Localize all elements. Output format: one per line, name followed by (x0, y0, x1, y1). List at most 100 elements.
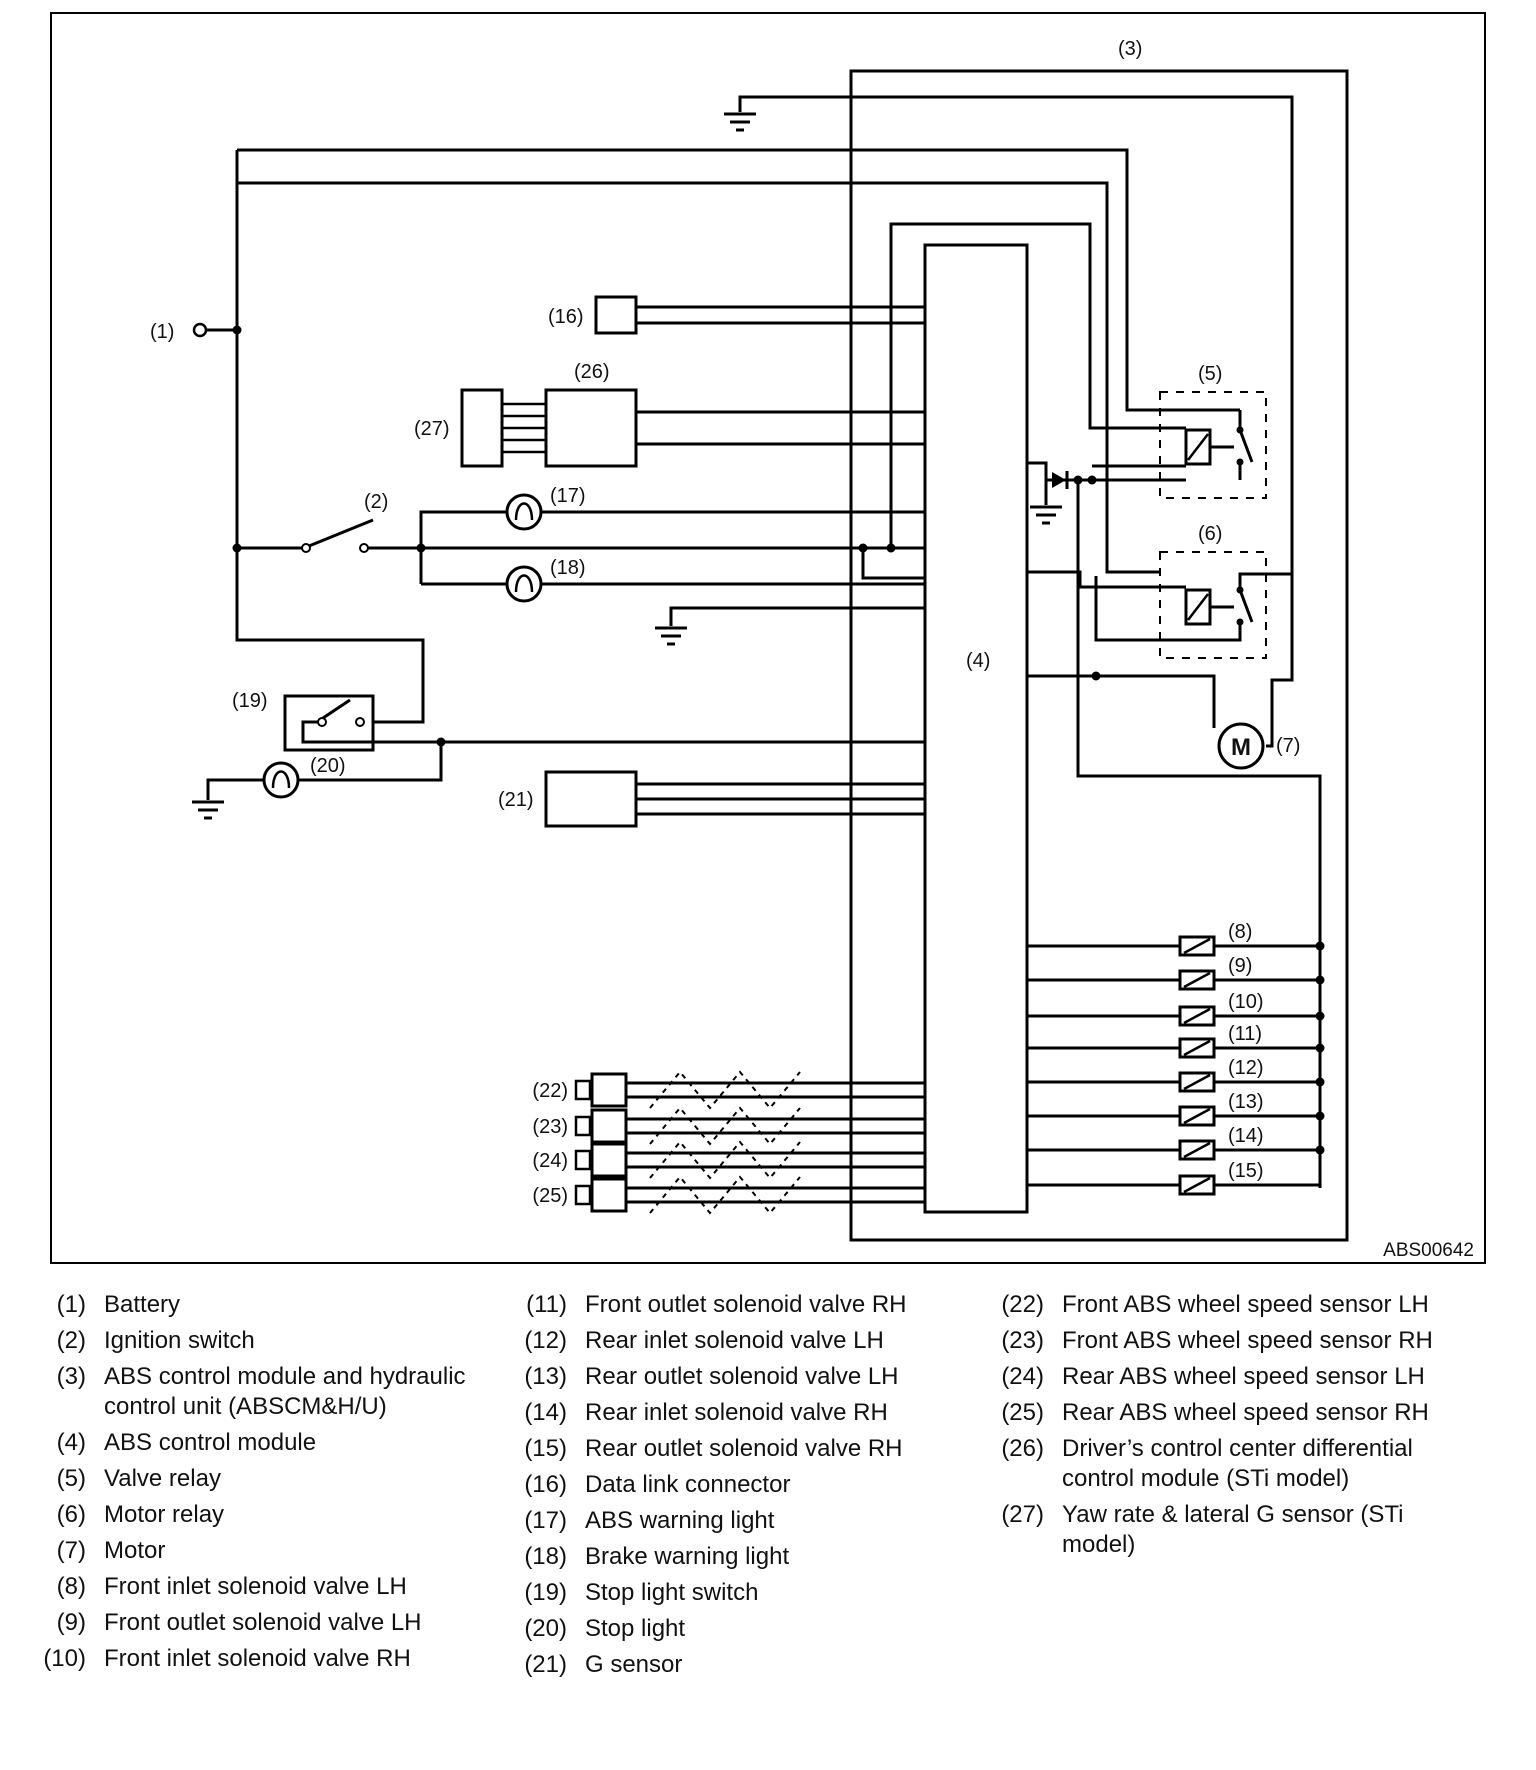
legend-item: (9) Front outlet solenoid valve LH (32, 1608, 489, 1638)
legend-text: Front outlet solenoid valve LH (104, 1609, 422, 1636)
legend-text: Front inlet solenoid valve RH (104, 1645, 411, 1672)
legend-item: (14) Rear inlet solenoid valve RH (513, 1398, 970, 1428)
motor-symbol: M (1231, 734, 1251, 761)
legend-column-3: (22)Front ABS wheel speed sensor LH (23) F… (990, 1290, 1447, 1566)
legend-item: (22)Front ABS wheel speed sensor LH (990, 1290, 1447, 1320)
legend-number: (21) (524, 1651, 567, 1678)
legend-item: (2) Ignition switch (32, 1326, 489, 1356)
legend-item: (7) Motor (32, 1536, 489, 1566)
legend-text: ABS control module and hydraulic control… (104, 1363, 466, 1420)
legend-item: (19)Stop light switch (513, 1578, 970, 1608)
legend-number: (16) (524, 1471, 567, 1498)
wheel-speed-sensor-25: (25) (532, 1175, 925, 1215)
solenoid-valve-10: (10) (1027, 991, 1325, 1027)
legend-text: Data link connector (585, 1471, 791, 1498)
legend-text: Brake warning light (585, 1543, 790, 1570)
legend-text: Stop light (585, 1615, 686, 1642)
legend-item: (16) Data link connector (513, 1470, 970, 1500)
callout-14: (14) (1228, 1125, 1264, 1147)
callout-5: (5) (1198, 363, 1222, 385)
abs-warning-light (505, 493, 543, 531)
legend-number: (17) (524, 1507, 567, 1534)
callout-6: (6) (1198, 523, 1222, 545)
abs-control-module (923, 243, 1029, 1214)
legend-column-1: (1)Battery (2) Ignition switch (3) ABS contr… (32, 1290, 489, 1680)
callout-3: (3) (1118, 38, 1142, 60)
callout-12: (12) (1228, 1057, 1264, 1079)
callout-17: (17) (550, 485, 586, 507)
legend-item: (12) Rear inlet solenoid valve LH (513, 1326, 970, 1356)
solenoid-valve-8: (8) (1027, 921, 1325, 957)
abs-wiring-diagram: M (8) (9) (10) (11) (12) (13) (14) (15) (22) (23… (50, 12, 1486, 1264)
legend-item: (10) Front inlet solenoid valve RH (32, 1644, 489, 1674)
callout-9: (9) (1228, 955, 1252, 977)
diagram-code: ABS00642 (1383, 1240, 1474, 1261)
legend-number: (10) (43, 1645, 86, 1672)
legend-text: Rear inlet solenoid valve LH (585, 1327, 884, 1354)
callout-13: (13) (1228, 1091, 1264, 1113)
callout-7: (7) (1276, 735, 1300, 757)
g-sensor (544, 770, 638, 828)
legend-text: Rear inlet solenoid valve RH (585, 1399, 888, 1426)
legend-item: (27) Yaw rate & lateral G sensor (STi mod… (990, 1500, 1447, 1560)
callout-25: (25) (532, 1185, 568, 1207)
solenoid-valve-11: (11) (1027, 1023, 1325, 1059)
solenoid-valve-12: (12) (1027, 1057, 1325, 1093)
callout-22: (22) (532, 1080, 568, 1102)
legend-number: (12) (524, 1327, 567, 1354)
legend-text: Motor (104, 1537, 166, 1564)
legend-number: (3) (56, 1363, 86, 1390)
callout-23: (23) (532, 1116, 568, 1138)
legend-item: (11)Front outlet solenoid valve RH (513, 1290, 970, 1320)
valve-relay (1159, 391, 1267, 499)
callout-1: (1) (150, 321, 174, 343)
stop-light-switch (283, 694, 375, 752)
legend-number: (4) (56, 1429, 86, 1456)
wheel-speed-sensor-22: (22) (532, 1070, 925, 1110)
callout-18: (18) (550, 557, 586, 579)
legend-item: (5)Valve relay (32, 1464, 489, 1494)
legend-number: (8) (56, 1573, 86, 1600)
legend-number: (14) (524, 1399, 567, 1426)
legend-number: (27) (1001, 1501, 1044, 1528)
callout-11: (11) (1228, 1023, 1262, 1045)
legend-number: (2) (56, 1327, 86, 1354)
callout-2: (2) (364, 491, 388, 513)
legend-text: Ignition switch (104, 1327, 255, 1354)
legend-item: (15)Rear outlet solenoid valve RH (513, 1434, 970, 1464)
legend-number: (26) (1001, 1435, 1044, 1462)
ignition-switch-blade (308, 518, 374, 548)
solenoid-valve-15: (15) (1027, 1160, 1320, 1196)
callout-8: (8) (1228, 921, 1252, 943)
legend-item: (3) ABS control module and hydraulic cont… (32, 1362, 489, 1422)
legend-text: Front ABS wheel speed sensor RH (1062, 1327, 1433, 1354)
legend-number: (20) (524, 1615, 567, 1642)
callout-4: (4) (966, 650, 990, 672)
legend-item: (1)Battery (32, 1290, 489, 1320)
stop-light (262, 761, 300, 799)
legend-text: ABS control module (104, 1429, 317, 1456)
legend-item: (26) Driver’s control center differential… (990, 1434, 1447, 1494)
legend-number: (9) (56, 1609, 86, 1636)
legend-number: (1) (56, 1291, 86, 1318)
legend-item: (20) Stop light (513, 1614, 970, 1644)
ignition-switch-contact-b (359, 543, 369, 553)
solenoid-valve-14: (14) (1027, 1125, 1325, 1161)
callout-10: (10) (1228, 991, 1264, 1013)
legend-number: (18) (524, 1543, 567, 1570)
callout-24: (24) (532, 1150, 568, 1172)
legend-number: (23) (1001, 1327, 1044, 1354)
legend-number: (15) (524, 1435, 567, 1462)
legend-text: Rear ABS wheel speed sensor LH (1062, 1363, 1425, 1390)
legend-item: (4) ABS control module (32, 1428, 489, 1458)
legend-text: Yaw rate & lateral G sensor (STi model) (1062, 1501, 1404, 1558)
legend-text: G sensor (585, 1651, 683, 1678)
callout-27: (27) (414, 418, 450, 440)
legend-item: (18) Brake warning light (513, 1542, 970, 1572)
legend-number: (7) (56, 1537, 86, 1564)
legend-item: (6)Motor relay (32, 1500, 489, 1530)
legend-text: Driver’s control center differential con… (1062, 1435, 1413, 1492)
callout-26: (26) (574, 361, 610, 383)
legend-item: (23) Front ABS wheel speed sensor RH (990, 1326, 1447, 1356)
legend: (1)Battery (2) Ignition switch (3) ABS contr… (0, 1290, 1536, 1710)
